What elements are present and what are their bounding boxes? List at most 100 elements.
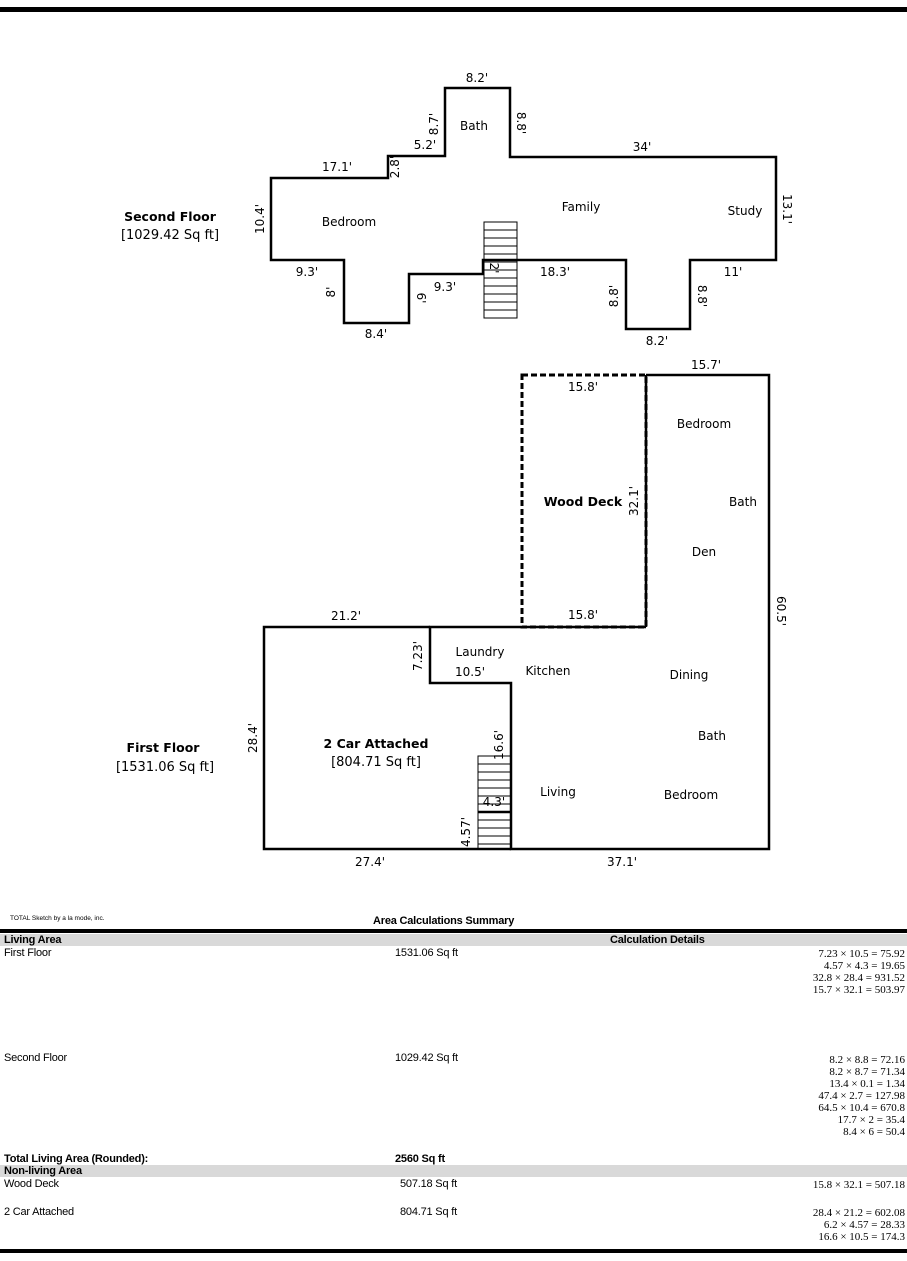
calc-line: 4.57 × 4.3 = 19.65 — [823, 960, 905, 972]
room-bath-upper: Bath — [460, 119, 488, 133]
dim-label: 4.3' — [483, 795, 505, 809]
dim-label: 15.7' — [691, 358, 721, 372]
first-floor-stairs — [477, 755, 512, 850]
calc-line: 32.8 × 28.4 = 931.52 — [812, 972, 905, 984]
dim-label: 8.2' — [646, 334, 668, 348]
wood-deck-label: Wood Deck — [4, 1178, 59, 1190]
dim-label: 8.4' — [365, 327, 387, 341]
dim-label: 10.5' — [455, 665, 485, 679]
room-bedroom: Bedroom — [664, 788, 718, 802]
dim-label: 11' — [724, 265, 743, 279]
calc-line: 16.6 × 10.5 = 174.3 — [818, 1231, 905, 1243]
room-bath: Bath — [729, 495, 757, 509]
second-floor-plan: Second Floor [1029.42 Sq ft] Bath Bedroo… — [121, 71, 794, 348]
dim-label: 28.4' — [246, 723, 260, 753]
top-border — [0, 7, 907, 12]
dim-label: 2' — [487, 263, 501, 274]
first-floor-calcs: 7.23 × 10.5 = 75.92 4.57 × 4.3 = 19.65 3… — [813, 948, 905, 996]
wood-deck-area-value: 507.18 Sq ft — [400, 1178, 457, 1190]
room-bedroom: Bedroom — [677, 417, 731, 431]
calculation-details-header: Calculation Details — [610, 934, 705, 946]
calc-line: 17.7 × 2 = 35.4 — [837, 1114, 905, 1126]
summary-bottom-rule — [0, 1249, 907, 1253]
dim-label: 8' — [324, 287, 338, 298]
wood-deck-outline — [520, 373, 648, 629]
dim-label: 32.1' — [627, 486, 641, 516]
room-kitchen: Kitchen — [525, 664, 570, 678]
garage-outline — [262, 625, 511, 851]
calc-line: 13.4 × 0.1 = 1.34 — [829, 1078, 905, 1090]
room-bedroom-upper: Bedroom — [322, 215, 376, 229]
dim-label: 15.8' — [568, 380, 598, 394]
wood-deck-title: Wood Deck — [544, 494, 623, 509]
dim-label: 8.2' — [466, 71, 488, 85]
second-floor-outline — [269, 86, 778, 331]
calc-line: 15.8 × 32.1 = 507.18 — [812, 1179, 905, 1191]
calc-line: 64.5 × 10.4 = 670.8 — [818, 1102, 905, 1114]
garage-label: 2 Car Attached — [4, 1206, 74, 1218]
room-bath: Bath — [698, 729, 726, 743]
first-floor-outline — [428, 373, 771, 851]
second-floor-area: [1029.42 Sq ft] — [121, 228, 219, 243]
second-floor-stairs — [483, 221, 518, 319]
dim-label: 6' — [414, 293, 428, 304]
calc-line: 28.4 × 21.2 = 602.08 — [812, 1207, 905, 1219]
dim-label: 8.8' — [607, 285, 621, 307]
software-credit: TOTAL Sketch by a la mode, inc. — [10, 915, 105, 922]
first-floor-area: [1531.06 Sq ft] — [116, 760, 214, 775]
area-calculations-summary: TOTAL Sketch by a la mode, inc. Area Cal… — [0, 905, 907, 1261]
second-floor-label: Second Floor — [4, 1052, 68, 1064]
room-dining: Dining — [670, 668, 709, 682]
second-floor-area-value: 1029.42 Sq ft — [395, 1052, 458, 1064]
room-study: Study — [728, 204, 763, 218]
non-living-area-band — [0, 1165, 907, 1177]
dim-label: 13.1' — [780, 194, 794, 224]
calc-line: 8.2 × 8.8 = 72.16 — [829, 1054, 905, 1066]
calc-line: 15.7 × 32.1 = 503.97 — [812, 984, 905, 996]
non-living-area-header: Non-living Area — [4, 1165, 82, 1177]
room-laundry: Laundry — [456, 645, 505, 659]
dim-label: 2.8' — [388, 156, 402, 178]
garage-area: [804.71 Sq ft] — [331, 755, 421, 770]
dim-label: 10.4' — [253, 204, 267, 234]
dim-label: 8.7' — [427, 113, 441, 135]
dim-label: 34' — [633, 140, 652, 154]
dim-label: 9.3' — [296, 265, 318, 279]
total-living-area-value: 2560 Sq ft — [395, 1153, 445, 1165]
second-floor-calcs: 8.2 × 8.8 = 72.16 8.2 × 8.7 = 71.34 13.4… — [818, 1054, 905, 1138]
calc-line: 47.4 × 2.7 = 127.98 — [818, 1090, 905, 1102]
dim-label: 9.3' — [434, 280, 456, 294]
dim-label: 27.4' — [355, 855, 385, 869]
dim-label: 7.23' — [411, 641, 425, 671]
dim-label: 60.5' — [774, 596, 788, 626]
first-floor-title: First Floor — [127, 740, 201, 755]
dim-label: 18.3' — [540, 265, 570, 279]
room-den: Den — [692, 545, 716, 559]
total-living-area-label: Total Living Area (Rounded): — [4, 1153, 149, 1165]
second-floor-title: Second Floor — [124, 209, 217, 224]
dim-label: 15.8' — [568, 608, 598, 622]
dim-label: 16.6' — [492, 730, 506, 760]
summary-top-rule — [0, 929, 907, 933]
floor-plan-sketch: Second Floor [1029.42 Sq ft] Bath Bedroo… — [116, 71, 794, 869]
calc-line: 7.23 × 10.5 = 75.92 — [818, 948, 905, 960]
living-area-header: Living Area — [4, 934, 62, 946]
dim-label: 8.8' — [514, 112, 528, 134]
first-floor-area-value: 1531.06 Sq ft — [395, 947, 458, 959]
summary-title: Area Calculations Summary — [373, 915, 515, 927]
room-living: Living — [540, 785, 576, 799]
living-area-band — [0, 934, 907, 946]
wood-deck-calcs: 15.8 × 32.1 = 507.18 — [813, 1179, 905, 1191]
dim-label: 4.57' — [459, 817, 473, 847]
dim-label: 17.1' — [322, 160, 352, 174]
calc-line: 8.2 × 8.7 = 71.34 — [829, 1066, 905, 1078]
dim-label: 8.8' — [695, 285, 709, 307]
dim-label: 37.1' — [607, 855, 637, 869]
calc-line: 6.2 × 4.57 = 28.33 — [823, 1219, 905, 1231]
room-family: Family — [562, 200, 601, 214]
dim-label: 5.2' — [414, 138, 436, 152]
first-floor-label: First Floor — [4, 947, 52, 959]
calc-line: 8.4 × 6 = 50.4 — [843, 1126, 905, 1138]
garage-area-value: 804.71 Sq ft — [400, 1206, 457, 1218]
garage-calcs: 28.4 × 21.2 = 602.08 6.2 × 4.57 = 28.33 … — [813, 1207, 905, 1243]
